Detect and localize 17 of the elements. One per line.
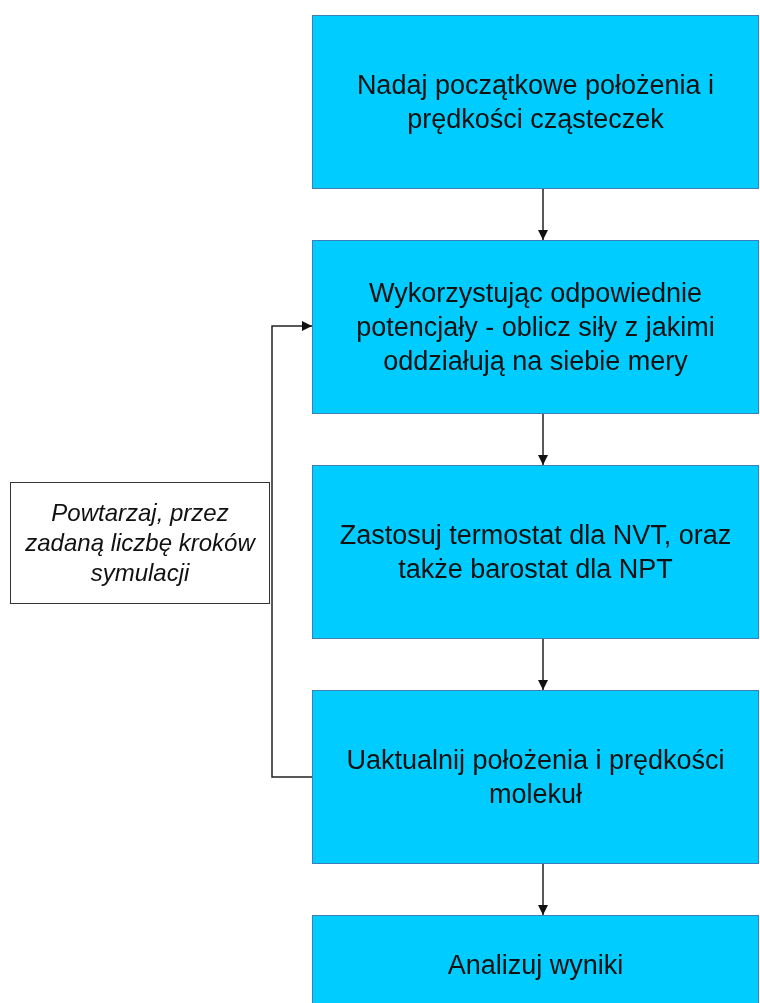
step-text: Nadaj początkowe położenia i prędkości cząsteczek [355,68,716,136]
arrow [538,188,548,241]
arrow [538,863,548,916]
step-text: Zastosuj termostat dla NVT, oraz także barostat dla NPT [338,518,733,586]
note-box [10,482,270,604]
step-text: Wykorzystując odpowiednie potencjały - oblicz siły z jakimi oddziałują na siebie mery [355,276,716,379]
process-box [312,690,759,864]
note-text: Powtarzaj, przez zadaną liczbę kroków symulacji [24,498,257,588]
process-box [312,465,759,639]
process-box [312,915,759,1003]
arrow [538,638,548,691]
arrow [271,321,313,778]
arrow [538,413,548,466]
process-box [312,240,759,414]
step-text: Uaktualnij położenia i prędkości molekuł [345,743,726,811]
step-text: Analizuj wyniki [447,948,624,982]
process-box [312,15,759,189]
